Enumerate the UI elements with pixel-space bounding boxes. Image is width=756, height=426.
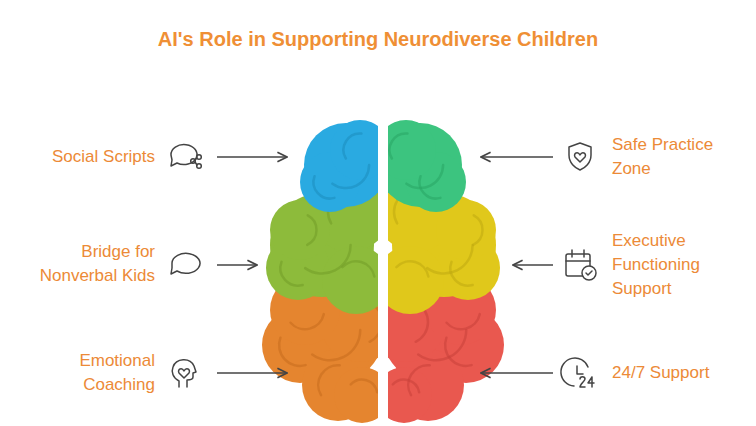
diagram-title: AI's Role in Supporting Neurodiverse Chi… (0, 28, 756, 51)
chat-share-icon (171, 145, 201, 169)
left-upper-lobe (300, 120, 378, 212)
feature-label: Safe Practice Zone (612, 133, 740, 181)
feature-label: Social Scripts (8, 145, 155, 169)
head-heart-icon (172, 360, 196, 387)
brain-illustration (262, 120, 504, 423)
feature-label: 24/7 Support (612, 361, 740, 385)
clock-24-icon (561, 358, 594, 387)
calendar-check-icon (566, 250, 596, 280)
feature-label: Bridge for Nonverbal Kids (8, 240, 155, 288)
feature-label: Executive Functioning Support (612, 229, 740, 301)
shield-heart-icon (569, 143, 591, 170)
feature-label: Emotional Coaching (8, 349, 155, 397)
leader-arrows (217, 157, 553, 373)
speech-bubble-icon (171, 253, 200, 274)
right-upper-lobe (388, 120, 466, 212)
